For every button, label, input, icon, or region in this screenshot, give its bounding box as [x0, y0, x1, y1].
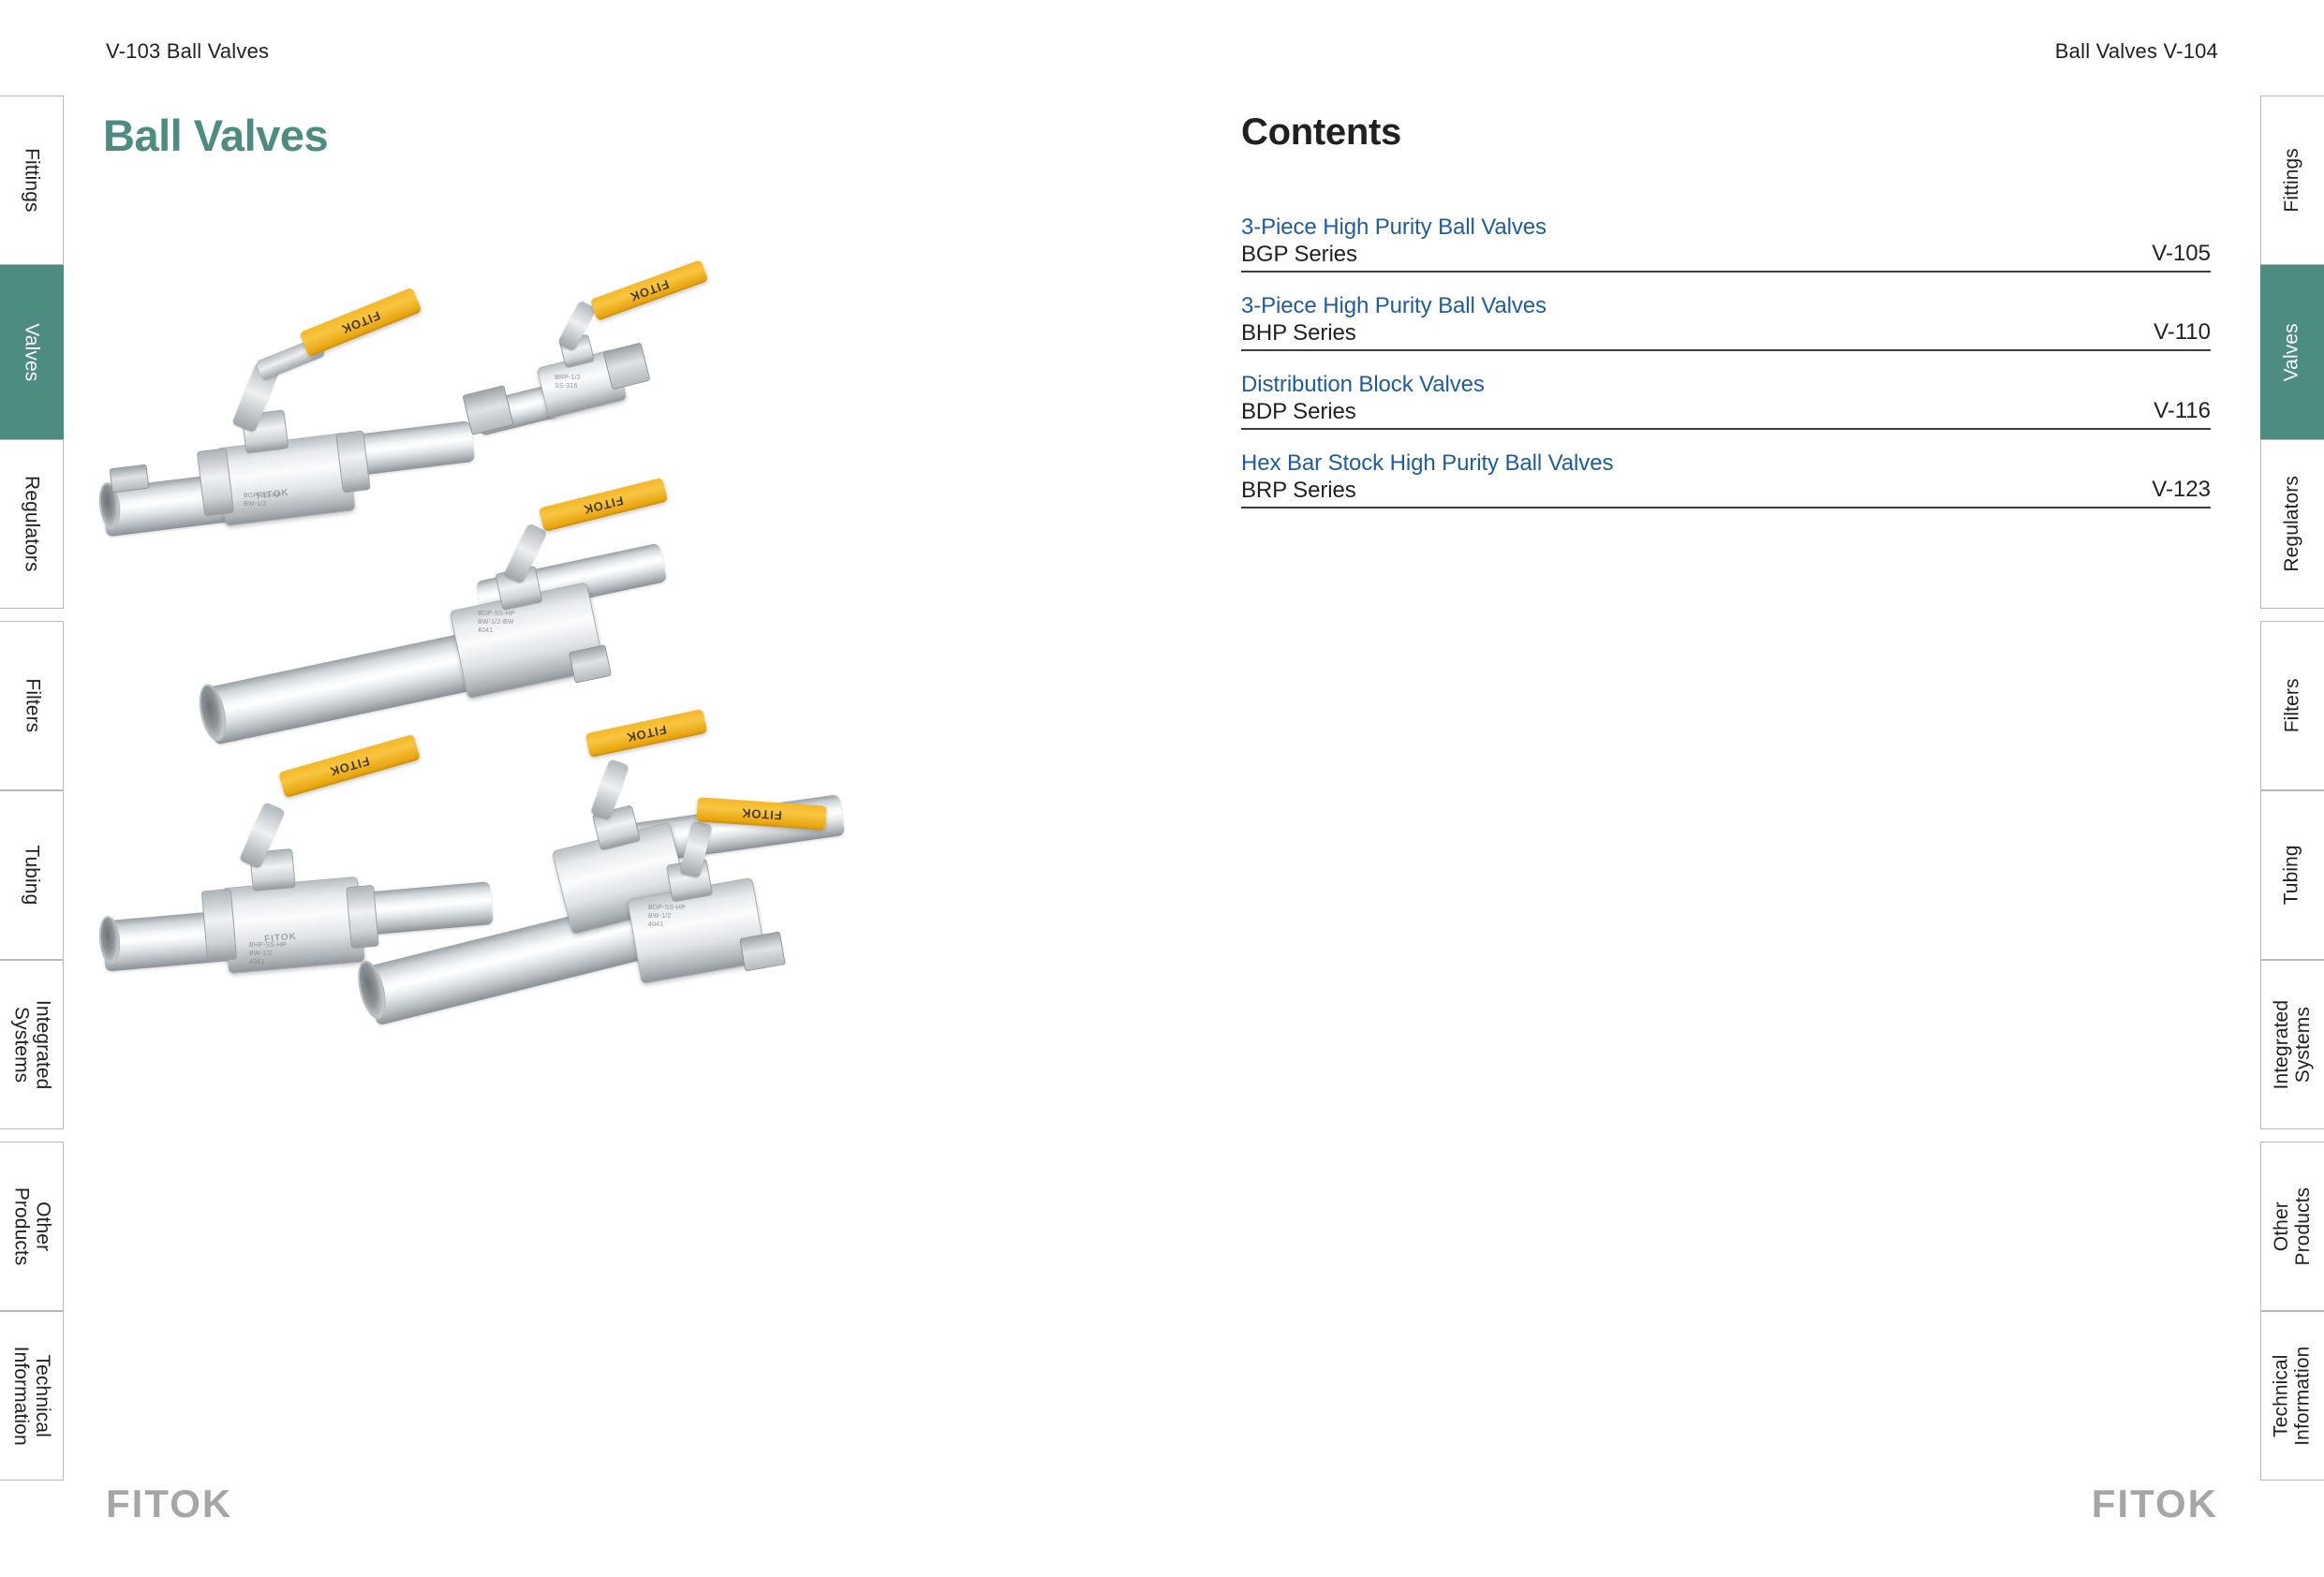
handle-grip: FITOK — [299, 287, 422, 358]
sidebar-tab-fittings-right[interactable]: Fittings — [2260, 96, 2324, 265]
valve-bgp-upper-left: FITOK BGP-SS-HP BW-1/2 FITOK — [96, 287, 496, 590]
body-marking: BRP-1/2 SS-316 — [555, 375, 581, 390]
handle-brand-label: FITOK — [740, 804, 783, 823]
sidebar-tab-other-products[interactable]: Other Products — [0, 1142, 64, 1311]
contents-heading: Contents — [1241, 111, 1401, 154]
handle-brand-label: FITOK — [625, 722, 668, 744]
toc-entry-title: Distribution Block Valves — [1241, 372, 1485, 398]
handle-grip: FITOK — [589, 259, 709, 321]
toc-entry-page: V-105 — [2152, 241, 2211, 267]
sidebar-tab-label: Filters — [2281, 678, 2303, 733]
sidebar-tab-label: Tubing — [21, 845, 43, 906]
side-nut — [109, 464, 150, 494]
valve-bdp-lower-right: BDP-SS-HP BW-1/2 4041 FITOK FITOK — [318, 708, 918, 1105]
compression-nut-right — [602, 342, 651, 391]
sidebar-tab-label: Integrated Systems — [10, 999, 54, 1090]
sidebar-tab-other-products-right[interactable]: Other Products — [2260, 1142, 2324, 1311]
toc-entry[interactable]: Hex Bar Stock High Purity Ball Valves BR… — [1241, 450, 2211, 509]
sidebar-tab-regulators-right[interactable]: Regulators — [2260, 439, 2324, 609]
sidebar-tab-filters[interactable]: Filters — [0, 621, 64, 790]
sidebar-tab-label: Valves — [2281, 322, 2303, 382]
sidebar-tab-regulators[interactable]: Regulators — [0, 439, 64, 609]
valve-brp-upper-right: BRP-1/2 SS-316 FITOK — [450, 259, 731, 487]
outlet-port — [568, 644, 613, 684]
sidebar-tab-label: Other Products — [10, 1186, 54, 1266]
sidebar-tab-technical-information[interactable]: Technical Information — [0, 1311, 64, 1481]
toc-entry-series: BDP Series — [1241, 399, 1356, 425]
sidebar-tab-label: Technical Information — [2270, 1346, 2314, 1446]
running-head-left: V-103 Ball Valves — [106, 39, 270, 63]
toc-entry-series: BRP Series — [1241, 478, 1356, 504]
sidebar-tab-label: Fittings — [2281, 148, 2303, 213]
sidebar-tab-integrated-systems[interactable]: Integrated Systems — [0, 960, 64, 1129]
sidebar-tab-valves-right[interactable]: Valves — [2260, 265, 2324, 439]
handle-brand-label: FITOK — [581, 493, 626, 517]
toc-entry[interactable]: Distribution Block Valves BDP Series V-1… — [1241, 371, 2211, 431]
sidebar-tab-label: Technical Information — [10, 1346, 54, 1446]
toc-entry-page: V-110 — [2154, 319, 2211, 346]
outlet-port — [739, 931, 786, 972]
toc-entry-title: 3-Piece High Purity Ball Valves — [1241, 214, 1547, 240]
sidebar-tab-valves[interactable]: Valves — [0, 265, 64, 439]
sidebar-tab-integrated-systems-right[interactable]: Integrated Systems — [2260, 960, 2324, 1129]
body-marking: BDP-SS-HP BW-1/2 4041 — [648, 905, 686, 928]
toc-entry-page: V-123 — [2152, 477, 2211, 503]
handle-brand-label: FITOK — [627, 276, 672, 304]
valve-bdp-center: BDP-SS-HP BW-1/2-BW 4041 FITOK — [194, 477, 759, 796]
sidebar-tab-label: Tubing — [2281, 845, 2303, 906]
sidebar-tab-filters-right[interactable]: Filters — [2260, 621, 2324, 790]
sidebar-tab-label: Valves — [21, 322, 43, 382]
handle-brand-label: FITOK — [338, 307, 383, 337]
sidebar-tab-tubing-right[interactable]: Tubing — [2260, 790, 2324, 960]
left-tab-rail: Fittings Valves Regulators Filters Tubin… — [0, 0, 64, 1577]
toc-entry[interactable]: 3-Piece High Purity Ball Valves BGP Seri… — [1241, 214, 2211, 273]
body-marking: BHP-SS-HP BW-1/2 4041 — [249, 942, 287, 965]
sidebar-tab-fittings[interactable]: Fittings — [0, 96, 64, 265]
right-tab-rail: Fittings Valves Regulators Filters Tubin… — [2260, 0, 2324, 1577]
footer-logo-left: FITOK — [106, 1481, 233, 1525]
sidebar-tab-technical-information-right[interactable]: Technical Information — [2260, 1311, 2324, 1481]
toc-entry[interactable]: 3-Piece High Purity Ball Valves BHP Seri… — [1241, 292, 2211, 352]
page-title: Ball Valves — [103, 111, 329, 161]
handle-grip-upper: FITOK — [585, 708, 708, 759]
sidebar-tab-label: Fittings — [21, 148, 43, 213]
toc-entry-series: BGP Series — [1241, 242, 1357, 268]
end-cap-left — [200, 888, 238, 963]
table-of-contents: 3-Piece High Purity Ball Valves BGP Seri… — [1241, 214, 2211, 528]
sidebar-tab-label: Regulators — [2281, 476, 2303, 572]
footer-logo-right: FITOK — [2091, 1481, 2218, 1525]
running-head-right: Ball Valves V-104 — [2054, 39, 2218, 63]
toc-entry-series: BHP Series — [1241, 320, 1356, 346]
product-photo-collage: FITOK BGP-SS-HP BW-1/2 FITOK BRP-1/2 SS-… — [96, 259, 1180, 1217]
body-marking: BDP-SS-HP BW-1/2-BW 4041 — [478, 611, 515, 634]
valve-bhp-lower-left: FITOK BHP-SS-HP BW-1/2 4041 FITOK — [96, 730, 506, 1030]
sidebar-tab-tubing[interactable]: Tubing — [0, 790, 64, 960]
sidebar-tab-label: Integrated Systems — [2270, 999, 2314, 1090]
sidebar-tab-label: Regulators — [21, 476, 43, 572]
sidebar-tab-label: Filters — [21, 678, 43, 733]
toc-entry-title: Hex Bar Stock High Purity Ball Valves — [1241, 450, 1614, 477]
toc-entry-page: V-116 — [2154, 398, 2211, 424]
toc-entry-title: 3-Piece High Purity Ball Valves — [1241, 293, 1547, 319]
sidebar-tab-label: Other Products — [2270, 1186, 2314, 1266]
body-marking: BGP-SS-HP BW-1/2 — [244, 493, 282, 508]
